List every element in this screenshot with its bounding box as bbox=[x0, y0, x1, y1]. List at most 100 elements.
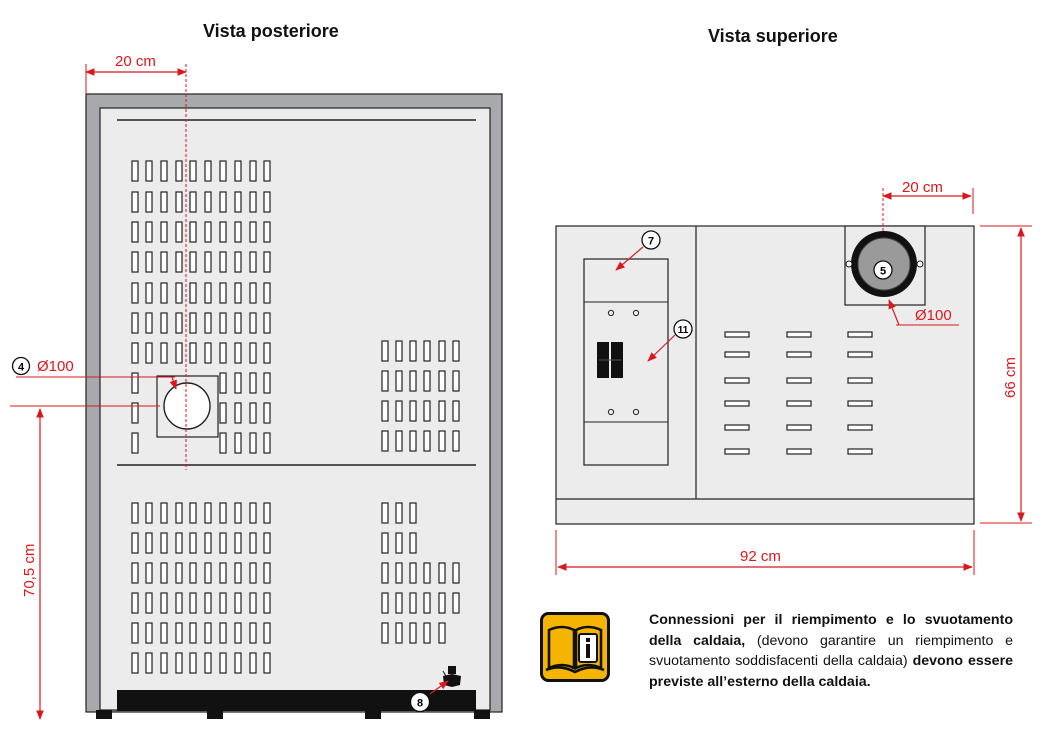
top-dim-top-label: 20 cm bbox=[902, 179, 943, 196]
vent-slot bbox=[189, 221, 197, 243]
vent-slot bbox=[160, 312, 168, 334]
vent-slot bbox=[438, 622, 446, 644]
callout-7: 7 bbox=[615, 230, 661, 271]
vent-slot bbox=[131, 372, 139, 394]
vent-slot bbox=[131, 532, 139, 554]
vent-slot bbox=[234, 221, 242, 243]
vent-slot bbox=[160, 191, 168, 213]
vent-slot bbox=[219, 342, 227, 364]
top-vent-slots bbox=[724, 331, 873, 455]
vent-slot bbox=[160, 251, 168, 273]
vent-slot bbox=[145, 342, 153, 364]
top-flue-leader bbox=[888, 299, 959, 326]
vent-slot bbox=[189, 622, 197, 644]
vent-slot bbox=[219, 191, 227, 213]
vent-slot bbox=[145, 160, 153, 182]
vent-slot bbox=[204, 282, 212, 304]
vent-slot bbox=[234, 432, 242, 454]
vent-slot bbox=[145, 652, 153, 674]
vent-slot bbox=[438, 592, 446, 614]
callout-5: 5 bbox=[873, 260, 893, 280]
vent-slot bbox=[189, 532, 197, 554]
vent-slot bbox=[452, 370, 460, 392]
vent-slot bbox=[423, 622, 431, 644]
vent-slot bbox=[786, 448, 812, 455]
vent-slot bbox=[409, 622, 417, 644]
vent-slot bbox=[219, 502, 227, 524]
vent-slot bbox=[234, 502, 242, 524]
vent-slot bbox=[234, 160, 242, 182]
note-bold-1: Connessioni per il riempimento e lo svuo… bbox=[649, 612, 1013, 649]
vent-slot bbox=[381, 502, 389, 524]
vent-slot bbox=[249, 160, 257, 182]
top-dim-top bbox=[882, 188, 974, 232]
vent-slot bbox=[249, 221, 257, 243]
vent-slot bbox=[175, 221, 183, 243]
vent-slot bbox=[219, 221, 227, 243]
vent-slot bbox=[204, 221, 212, 243]
vent-slot bbox=[381, 400, 389, 422]
vent-slot bbox=[395, 502, 403, 524]
vent-slot bbox=[438, 370, 446, 392]
vent-slot bbox=[847, 400, 873, 407]
vent-slot bbox=[189, 562, 197, 584]
svg-text:11: 11 bbox=[678, 325, 689, 336]
vent-slot bbox=[219, 372, 227, 394]
vent-slot bbox=[189, 160, 197, 182]
vent-slot bbox=[438, 400, 446, 422]
vent-slot bbox=[234, 652, 242, 674]
vent-slot bbox=[249, 652, 257, 674]
vent-slot bbox=[249, 282, 257, 304]
vent-slot bbox=[131, 251, 139, 273]
vent-slot bbox=[249, 592, 257, 614]
vent-slot bbox=[219, 282, 227, 304]
vent-slot bbox=[189, 191, 197, 213]
vent-slot bbox=[234, 282, 242, 304]
vent-slot bbox=[438, 340, 446, 362]
top-view-title: Vista superiore bbox=[708, 26, 838, 46]
vent-slot bbox=[249, 251, 257, 273]
vent-slot bbox=[263, 342, 271, 364]
vent-slot bbox=[409, 502, 417, 524]
vent-slot bbox=[160, 160, 168, 182]
vent-slot bbox=[395, 622, 403, 644]
vent-slot bbox=[409, 370, 417, 392]
vent-slot bbox=[175, 160, 183, 182]
vent-slot bbox=[263, 372, 271, 394]
vent-slot bbox=[219, 312, 227, 334]
vent-slot bbox=[409, 592, 417, 614]
vent-slot bbox=[263, 622, 271, 644]
vent-slot bbox=[175, 502, 183, 524]
vent-slot bbox=[175, 191, 183, 213]
vent-slot bbox=[189, 342, 197, 364]
vent-slot bbox=[395, 592, 403, 614]
vent-slot bbox=[145, 562, 153, 584]
vent-slot bbox=[381, 592, 389, 614]
vent-slot bbox=[786, 331, 812, 338]
vent-slot bbox=[786, 377, 812, 384]
vent-slot bbox=[175, 652, 183, 674]
vent-slot bbox=[145, 282, 153, 304]
vent-slot bbox=[786, 400, 812, 407]
vent-slot bbox=[160, 592, 168, 614]
vent-slot bbox=[204, 562, 212, 584]
vent-slot bbox=[234, 191, 242, 213]
vent-slot bbox=[234, 342, 242, 364]
vent-slot bbox=[234, 532, 242, 554]
vent-slot bbox=[131, 221, 139, 243]
vent-slot bbox=[131, 502, 139, 524]
svg-text:4: 4 bbox=[18, 362, 25, 374]
vent-slot bbox=[381, 430, 389, 452]
vent-slot bbox=[381, 622, 389, 644]
rear-dim-top bbox=[85, 64, 187, 470]
vent-slot bbox=[423, 430, 431, 452]
vent-slot bbox=[263, 592, 271, 614]
vent-slot bbox=[204, 592, 212, 614]
vent-slot bbox=[847, 351, 873, 358]
vent-slot bbox=[204, 622, 212, 644]
vent-slot bbox=[175, 592, 183, 614]
rear-vent-slots bbox=[131, 160, 460, 674]
vent-slot bbox=[249, 402, 257, 424]
vent-slot bbox=[249, 502, 257, 524]
